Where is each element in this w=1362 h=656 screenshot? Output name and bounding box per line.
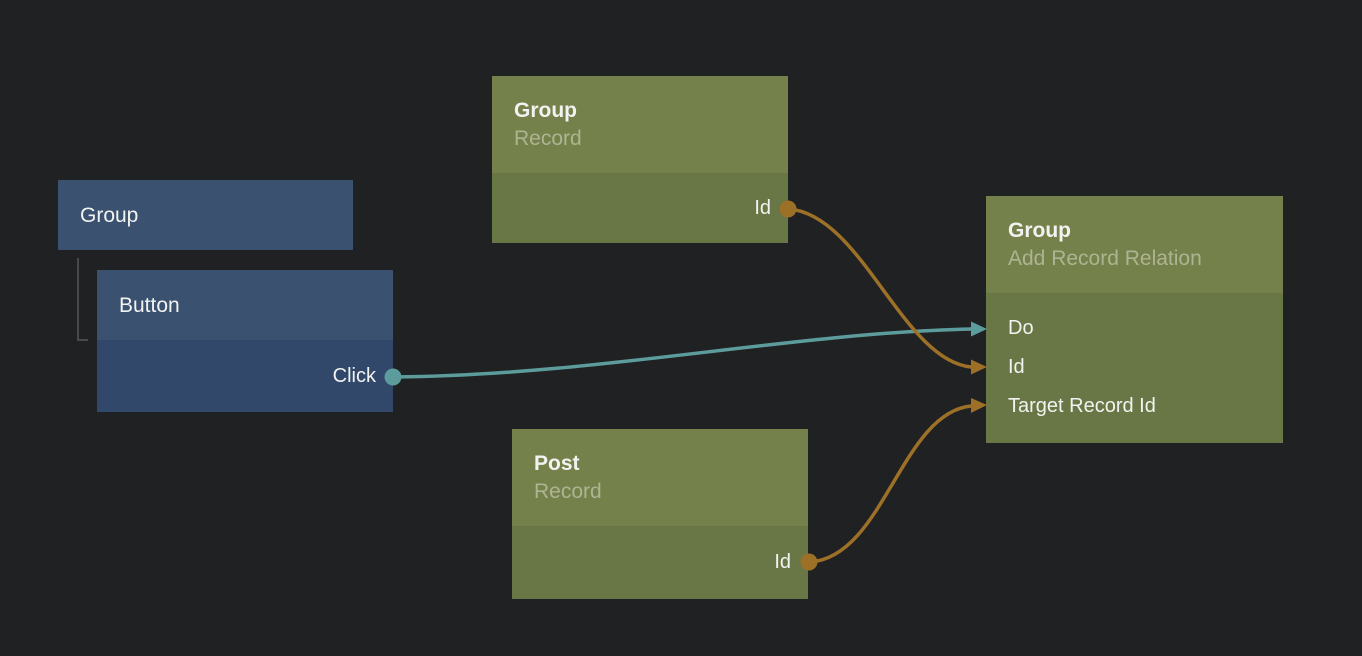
output-port-id[interactable]: Id xyxy=(512,526,808,599)
output-port-click[interactable]: Click xyxy=(97,340,393,412)
node-group-add-record-relation-body: Do Id Target Record Id xyxy=(986,293,1283,443)
node-post-record-header[interactable]: Post Record xyxy=(512,429,808,526)
node-group-record-header[interactable]: Group Record xyxy=(492,76,788,173)
node-post-record-body: Id xyxy=(512,526,808,599)
input-port-id[interactable]: Id xyxy=(986,348,1283,387)
node-title: Group xyxy=(80,203,139,227)
hierarchy-bracket-line xyxy=(77,258,88,341)
node-button-element-header[interactable]: Button xyxy=(97,270,393,340)
node-subtitle: Add Record Relation xyxy=(1008,246,1202,270)
node-group-element-header[interactable]: Group xyxy=(58,180,353,250)
arrowhead-do xyxy=(971,321,987,337)
node-group-record-body: Id xyxy=(492,173,788,243)
node-title: Group xyxy=(514,98,577,122)
node-subtitle: Record xyxy=(534,479,602,503)
arrowhead-target-record-id xyxy=(971,398,987,413)
input-port-label: Id xyxy=(1008,356,1025,378)
node-button-element[interactable]: Button Click xyxy=(97,270,393,412)
input-port-target-record-id[interactable]: Target Record Id xyxy=(986,387,1283,426)
output-port-id[interactable]: Id xyxy=(492,173,788,243)
wire-group-record-id-to-id[interactable] xyxy=(787,207,973,369)
node-group-element[interactable]: Group xyxy=(58,180,353,250)
input-port-label: Target Record Id xyxy=(1008,395,1156,417)
node-title: Button xyxy=(119,293,180,317)
input-port-do[interactable]: Do xyxy=(986,309,1283,348)
input-port-label: Do xyxy=(1008,317,1034,339)
node-group-add-record-relation[interactable]: Group Add Record Relation Do Id Target R… xyxy=(986,196,1283,443)
node-group-add-record-relation-header[interactable]: Group Add Record Relation xyxy=(986,196,1283,293)
node-title: Group xyxy=(1008,218,1071,242)
node-title: Post xyxy=(534,451,580,475)
node-post-record[interactable]: Post Record Id xyxy=(512,429,808,599)
wire-post-id-to-target-record-id[interactable] xyxy=(808,404,973,564)
output-port-label: Id xyxy=(754,196,771,219)
node-group-record[interactable]: Group Record Id xyxy=(492,76,788,243)
arrowhead-id xyxy=(971,359,987,375)
node-subtitle: Record xyxy=(514,126,582,150)
node-button-element-body: Click xyxy=(97,340,393,412)
output-port-label: Click xyxy=(332,364,376,387)
wire-click-to-do[interactable] xyxy=(393,327,973,379)
output-port-label: Id xyxy=(774,551,791,573)
